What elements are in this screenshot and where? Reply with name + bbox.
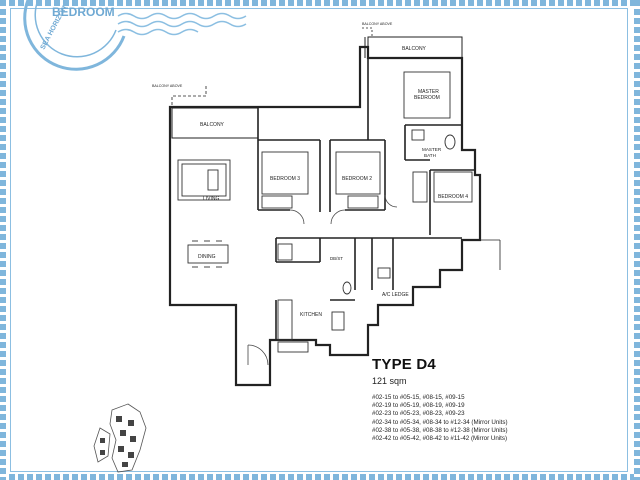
- stamp-edge-left: [0, 0, 6, 480]
- unit-line: #02-38 to #05-38, #08-38 to #12-38 (Mirr…: [372, 426, 508, 434]
- stamp-title: BEDROOM: [52, 5, 115, 19]
- stamp-edge-top: [0, 0, 640, 6]
- label-bedroom-3: BEDROOM 3: [270, 176, 300, 182]
- label-master-bath-1: MASTER: [422, 147, 442, 152]
- interior-walls: [257, 58, 475, 340]
- unit-line: #02-19 to #05-19, #08-19, #09-19: [372, 402, 465, 410]
- label-master-bath-2: BATH: [424, 153, 436, 158]
- unit-line: #02-23 to #05-23, #08-23, #09-23: [372, 410, 465, 418]
- inner-border: [10, 8, 628, 472]
- label-kitchen: KITCHEN: [300, 312, 322, 318]
- label-bedroom-2: BEDROOM 2: [342, 176, 372, 182]
- furniture: [177, 71, 473, 353]
- site-key-plan: [93, 403, 147, 473]
- label-bedroom-4: BEDROOM 4: [438, 194, 468, 200]
- label-master-bedroom-1: MASTER: [418, 89, 439, 95]
- unit-line: #02-42 to #05-42, #08-42 to #11-42 (Mirr…: [372, 435, 508, 443]
- label-ac-ledge: A/C LEDGE: [382, 292, 409, 298]
- label-balcony-above-left: BALCONY ABOVE: [152, 84, 183, 88]
- postmark-stamp: BEDROOM SEA HORIZON: [23, 0, 247, 71]
- unit-list: #02-15 to #05-15, #08-15, #09-15 #02-19 …: [372, 394, 602, 443]
- label-dining: DINING: [198, 254, 216, 260]
- room-labels: BALCONY ABOVE BALCONY ABOVE BALCONY BALC…: [152, 22, 468, 318]
- label-balcony-above-top: BALCONY ABOVE: [362, 22, 393, 26]
- stamp-edge-right: [634, 0, 640, 480]
- unit-line: #02-34 to #05-34, #08-34 to #12-34 (Mirr…: [372, 418, 508, 426]
- label-balcony-top: BALCONY: [402, 46, 427, 52]
- balcony-above-markers: [171, 27, 501, 270]
- unit-area: 121 sqm: [372, 376, 407, 386]
- label-living: LIVING: [203, 196, 220, 202]
- label-store: DB/ST: [330, 256, 343, 261]
- label-balcony-left: BALCONY: [200, 122, 225, 128]
- label-master-bedroom-2: BEDROOM: [414, 95, 440, 101]
- unit-line: #02-15 to #05-15, #08-15, #09-15: [372, 394, 465, 401]
- unit-type-title: TYPE D4: [372, 356, 436, 373]
- stamp-edge-bottom: [0, 474, 640, 480]
- door-swings: [247, 194, 398, 366]
